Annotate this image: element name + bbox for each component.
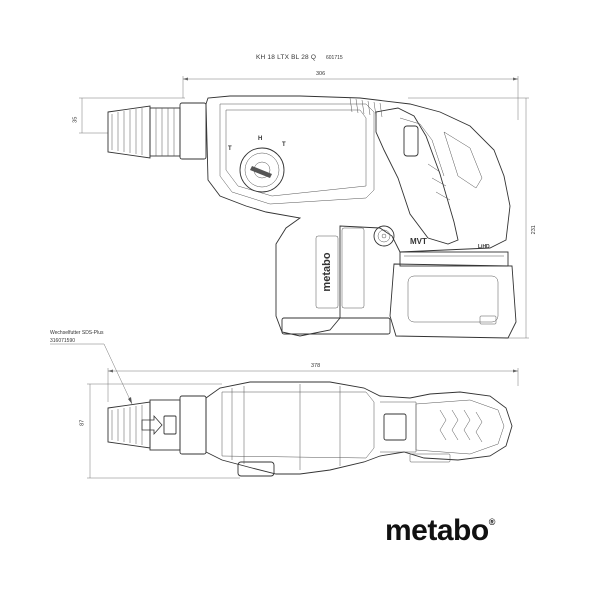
dimension-width-left: 87 bbox=[79, 419, 86, 426]
chuck-icon bbox=[107, 102, 207, 160]
chuck-icon bbox=[107, 395, 207, 455]
battery-pack: MVT LiHD bbox=[389, 237, 517, 339]
body-top-outline bbox=[205, 381, 513, 475]
side-view-drawing: T H T metabo MVT bbox=[79, 76, 529, 339]
system-label-text: MVT bbox=[410, 237, 427, 246]
leader-arrow-icon bbox=[50, 343, 133, 405]
arrow-icon bbox=[141, 414, 163, 436]
handle-outline bbox=[375, 107, 459, 245]
brand-logo: metabo® bbox=[385, 516, 495, 546]
top-view-drawing bbox=[50, 343, 519, 479]
svg-text:T: T bbox=[228, 146, 232, 152]
dimension-line-left bbox=[79, 97, 185, 134]
dimension-line-right bbox=[408, 97, 529, 339]
brand-name: metabo bbox=[385, 514, 489, 547]
dimension-length-top: 306 bbox=[316, 71, 326, 77]
battery-label-text: LiHD bbox=[478, 244, 490, 250]
dimension-line-bottom bbox=[107, 368, 519, 402]
side-brand-text: metabo bbox=[321, 252, 333, 291]
registered-mark: ® bbox=[488, 517, 496, 527]
accessory-label: Wechselfutter SDS-Plus bbox=[50, 330, 104, 336]
mode-selector-dial-icon: T H T bbox=[228, 136, 286, 193]
dimension-line-left-bottom bbox=[87, 383, 240, 479]
accessory-part-number: 316071590 bbox=[50, 338, 76, 344]
model-title: KH 18 LTX BL 28 Q bbox=[256, 54, 317, 61]
dimension-height-right: 231 bbox=[530, 225, 537, 235]
housing-outline bbox=[205, 95, 511, 337]
dimension-height-left: 35 bbox=[72, 116, 79, 123]
svg-text:T: T bbox=[282, 142, 286, 148]
dimension-length-bottom: 378 bbox=[311, 363, 321, 369]
article-number: 601715 bbox=[326, 55, 343, 61]
svg-text:H: H bbox=[258, 136, 262, 142]
